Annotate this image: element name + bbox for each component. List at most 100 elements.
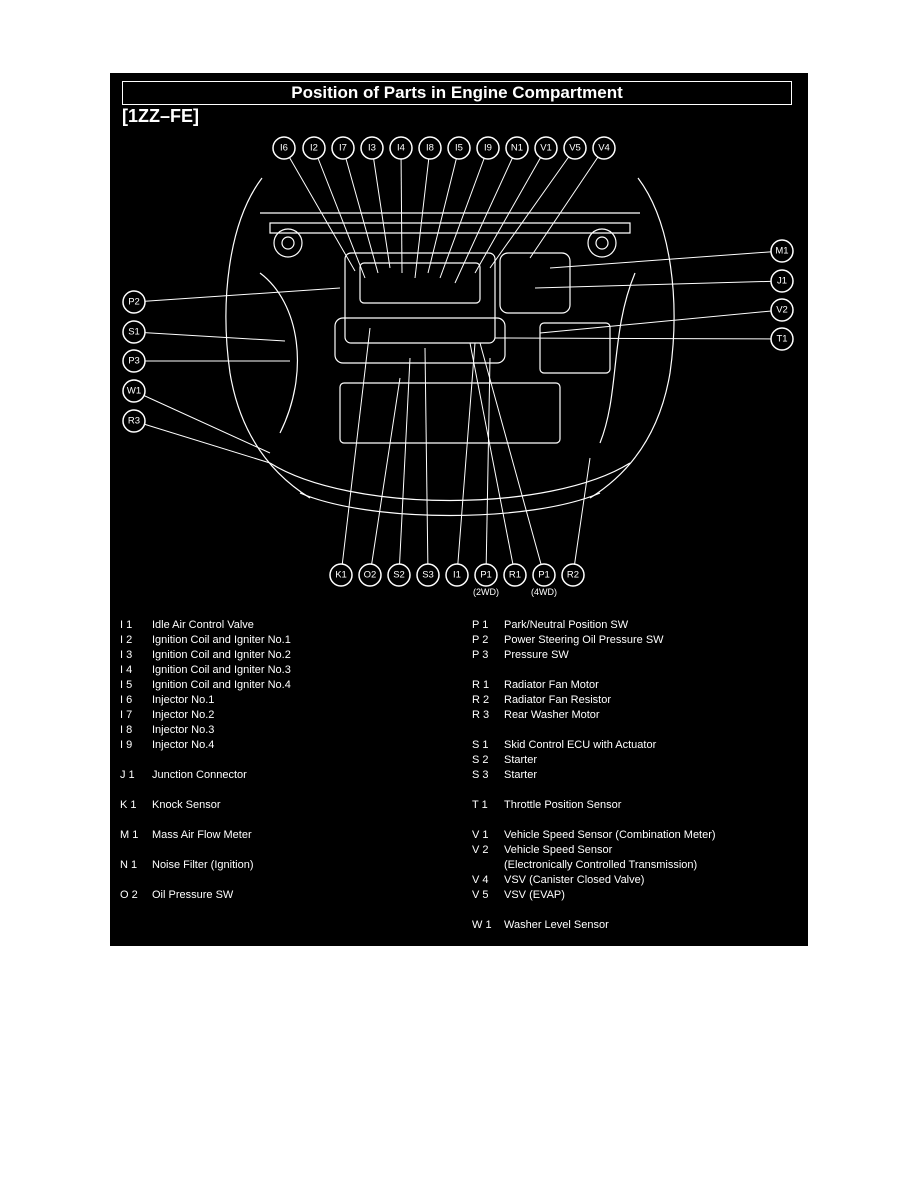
callout-circle bbox=[770, 239, 794, 263]
part-description: Injector No.3 bbox=[152, 724, 215, 736]
leader-line bbox=[340, 327, 371, 576]
legend-entry bbox=[472, 813, 802, 828]
callout-right-2: V2 bbox=[539, 298, 794, 334]
part-code: I 4 bbox=[120, 664, 133, 676]
leader-line bbox=[469, 342, 516, 576]
legend-entry: M 1 Mass Air Flow Meter bbox=[120, 828, 450, 843]
callout-circle bbox=[561, 563, 585, 587]
leader-line bbox=[342, 147, 379, 274]
engine-code-label: [1ZZ–FE] bbox=[122, 106, 200, 126]
callout-label: I9 bbox=[484, 143, 492, 154]
part-description: Injector No.4 bbox=[152, 739, 215, 751]
callout-bottom-5: P1 bbox=[474, 357, 498, 587]
callout-label: N1 bbox=[511, 143, 523, 154]
part-code: R 3 bbox=[472, 709, 490, 721]
callout-circle bbox=[302, 136, 326, 160]
legend-entry: P 1 Park/Neutral Position SW bbox=[472, 618, 802, 633]
leader-line bbox=[474, 147, 547, 274]
callout-circle bbox=[592, 136, 616, 160]
callout-right-3: T1 bbox=[494, 327, 794, 351]
drive-type-note: (2WD) bbox=[473, 587, 499, 597]
part-code: N 1 bbox=[120, 859, 138, 871]
legend-right-column: P 1 Park/Neutral Position SW P 2 Power S… bbox=[472, 618, 802, 933]
legend-entry: V 1 Vehicle Speed Sensor (Combination Me… bbox=[472, 828, 802, 843]
callout-top-0: I6 bbox=[272, 136, 356, 272]
air-cleaner bbox=[499, 252, 571, 314]
callout-label: M1 bbox=[775, 246, 788, 257]
part-description: Injector No.1 bbox=[152, 694, 215, 706]
part-code: V 5 bbox=[472, 889, 489, 901]
callout-right-0: M1 bbox=[549, 239, 794, 269]
legend-entry: S 1 Skid Control ECU with Actuator bbox=[472, 738, 802, 753]
legend-entry: N 1 Noise Filter (Ignition) bbox=[120, 858, 450, 873]
part-code: M 1 bbox=[120, 829, 139, 841]
callout-circle bbox=[416, 563, 440, 587]
callout-label: P2 bbox=[128, 297, 140, 308]
callout-label: R3 bbox=[128, 416, 140, 427]
callout-bottom-7: P1 bbox=[479, 342, 556, 587]
part-description: Radiator Fan Motor bbox=[504, 679, 599, 691]
part-description: Pressure SW bbox=[504, 649, 569, 661]
leader-line bbox=[439, 147, 489, 279]
leader-line bbox=[133, 390, 271, 454]
leader-line bbox=[494, 337, 783, 340]
part-description: Radiator Fan Resistor bbox=[504, 694, 611, 706]
leader-line bbox=[454, 147, 518, 284]
part-code: K 1 bbox=[120, 799, 137, 811]
legend-entry: I 5 Ignition Coil and Igniter No.4 bbox=[120, 678, 450, 693]
part-description: Ignition Coil and Igniter No.1 bbox=[152, 634, 291, 646]
callout-label: V4 bbox=[598, 143, 610, 154]
callout-circle bbox=[122, 349, 146, 373]
part-description: Ignition Coil and Igniter No.4 bbox=[152, 679, 291, 691]
leader-line bbox=[572, 457, 591, 576]
firewall-line bbox=[269, 222, 631, 234]
callout-label: I2 bbox=[310, 143, 318, 154]
callout-bottom-8: R2 bbox=[561, 457, 591, 587]
legend-entry: W 1 Washer Level Sensor bbox=[472, 918, 802, 933]
part-code: I 1 bbox=[120, 619, 133, 631]
callout-label: V1 bbox=[540, 143, 552, 154]
callout-label: R1 bbox=[509, 570, 521, 581]
legend-entry: I 3 Ignition Coil and Igniter No.2 bbox=[120, 648, 450, 663]
legend-entry bbox=[472, 783, 802, 798]
body-outline-right bbox=[589, 177, 675, 499]
callout-top-9: V1 bbox=[474, 136, 558, 274]
legend-entry: S 2 Starter bbox=[472, 753, 802, 768]
part-description: Starter bbox=[504, 769, 538, 781]
part-description: VSV (Canister Closed Valve) bbox=[504, 874, 645, 886]
callout-circle bbox=[503, 563, 527, 587]
intake-manifold bbox=[334, 317, 506, 364]
callout-label: J1 bbox=[777, 276, 787, 287]
callout-circle bbox=[272, 136, 296, 160]
callout-circle bbox=[563, 136, 587, 160]
callout-circle bbox=[387, 563, 411, 587]
radiator bbox=[339, 382, 561, 444]
callout-bottom-0: K1 bbox=[329, 327, 371, 587]
callout-right-1: J1 bbox=[534, 269, 794, 293]
callout-label: I3 bbox=[368, 143, 376, 154]
bumper-curve bbox=[269, 462, 631, 502]
body-outline-left bbox=[225, 177, 311, 499]
leader-line bbox=[369, 377, 401, 576]
callout-label: P1 bbox=[538, 570, 550, 581]
leader-line bbox=[427, 147, 460, 274]
legend-entry: (Electronically Controlled Transmission) bbox=[472, 858, 802, 873]
callout-label: I1 bbox=[453, 570, 461, 581]
callout-circle bbox=[418, 136, 442, 160]
leader-line bbox=[479, 342, 545, 576]
legend-left-column: I 1 Idle Air Control Valve I 2 Ignition … bbox=[120, 618, 450, 903]
callout-label: P1 bbox=[480, 570, 492, 581]
leader-line bbox=[489, 147, 576, 269]
callout-circle bbox=[532, 563, 556, 587]
part-description: VSV (EVAP) bbox=[504, 889, 565, 901]
callout-bottom-4: I1 bbox=[445, 342, 476, 587]
part-description: Starter bbox=[504, 754, 538, 766]
legend-entry bbox=[120, 813, 450, 828]
legend-entry: P 3 Pressure SW bbox=[472, 648, 802, 663]
part-code: I 2 bbox=[120, 634, 133, 646]
diagram-panel: Position of Parts in Engine Compartment … bbox=[110, 73, 808, 946]
callout-left-4: R3 bbox=[122, 409, 271, 464]
part-description: Ignition Coil and Igniter No.2 bbox=[152, 649, 291, 661]
part-code: R 2 bbox=[472, 694, 490, 706]
